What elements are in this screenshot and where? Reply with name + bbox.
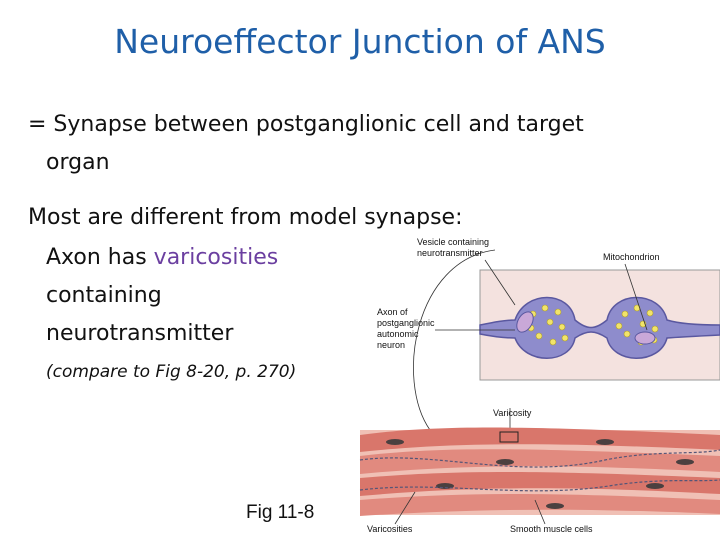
axon-line-2: containing [46,283,162,308]
varicosities-highlight: varicosities [153,245,279,270]
label-axon-2: postganglionic [377,318,435,328]
bottom-pointers [394,491,546,525]
label-vesicle-1: Vesicle containing [417,237,489,247]
label-axon-4: neuron [377,340,405,350]
neuroeffector-figure: Vesicle containing neurotransmitter Mito… [359,237,720,534]
inset-axon [479,296,720,359]
definition-line-2: organ [46,150,110,175]
definition-line-1: = Synapse between postganglionic cell an… [28,112,584,137]
axon-prefix: Axon has [46,245,154,270]
point-heading: Most are different from model synapse: [28,205,463,230]
smooth-muscle-layer [359,427,720,516]
label-axon-3: autonomic [377,329,419,339]
label-axon-1: Axon of [377,307,408,317]
mitochondrion-shape [634,331,656,345]
slide-title: Neuroeffector Junction of ANS [114,22,606,61]
label-vesicle-2: neurotransmitter [417,248,483,258]
figure-caption: Fig 11-8 [246,502,315,523]
axon-line-1: Axon has varicosities [46,245,278,270]
mitochondrion-shape [516,311,534,333]
varicosity-marker [499,431,519,443]
label-smooth-muscle: Smooth muscle cells [510,524,593,534]
label-varicosity: Varicosity [493,408,532,418]
label-varicosities: Varicosities [367,524,413,534]
pointer-lines [413,249,648,435]
axon-line-3: neurotransmitter [46,321,234,346]
vesicles [527,304,659,346]
compare-note: (compare to Fig 8-20, p. 270) [46,362,297,382]
label-mitochondrion: Mitochondrion [603,252,660,262]
